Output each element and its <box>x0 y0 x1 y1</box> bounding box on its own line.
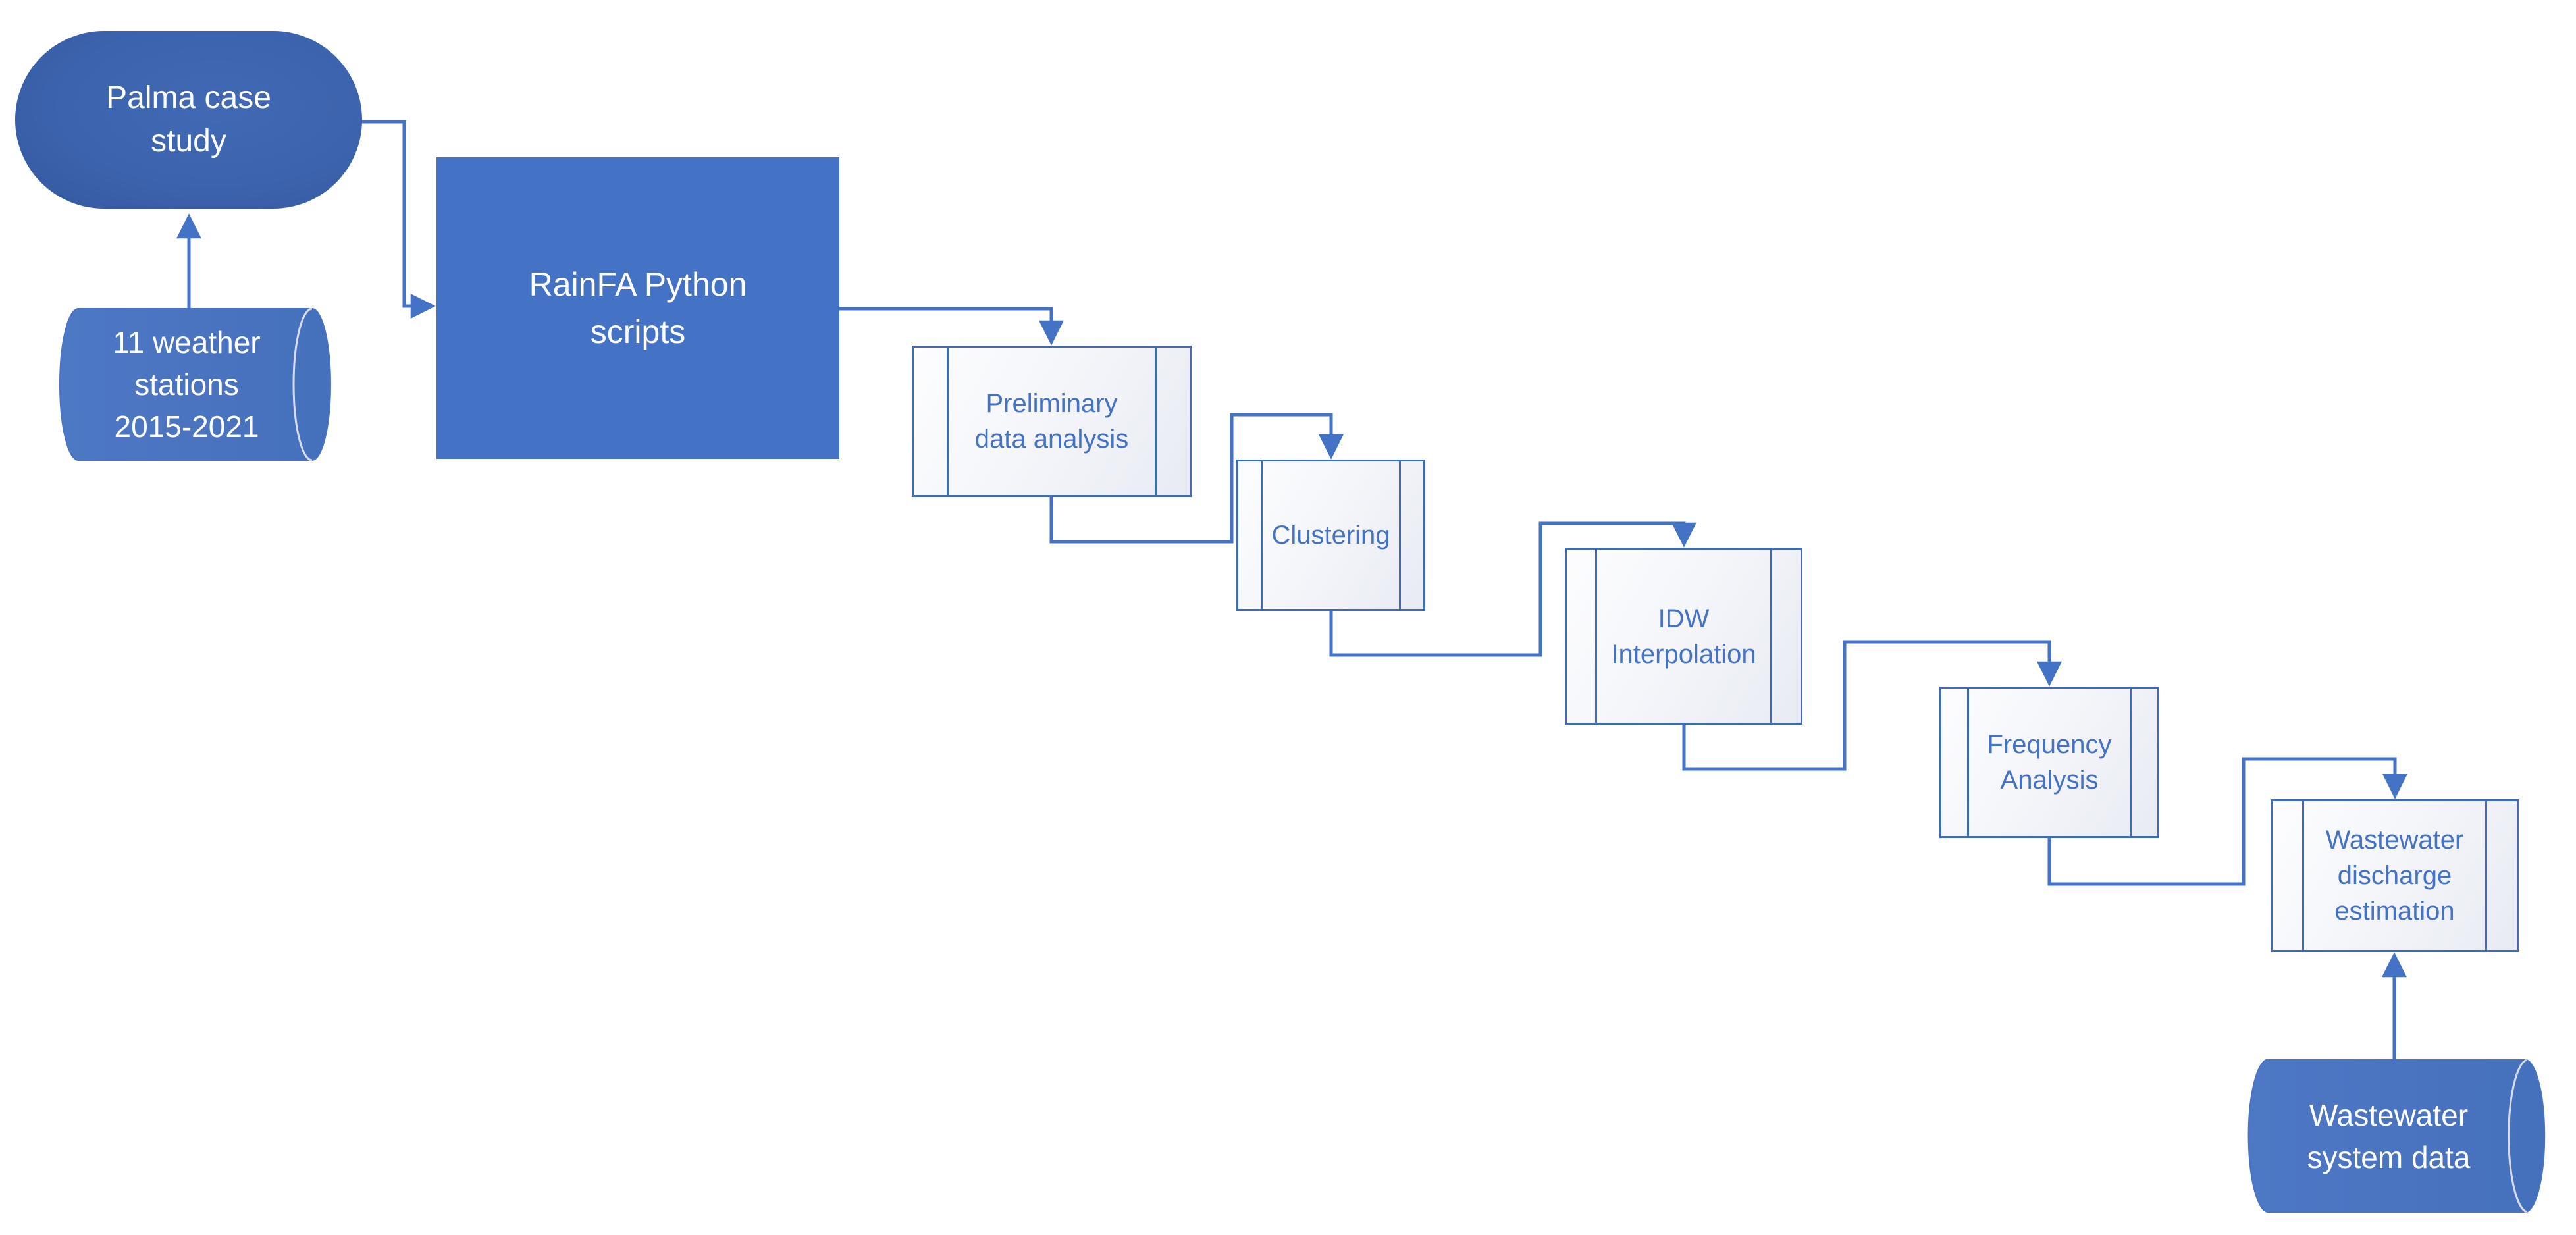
wastewater-system-label: Wastewater system data <box>2307 1097 2471 1174</box>
inner-rail-right <box>1154 348 1157 495</box>
connector-palma-to-rainfa <box>361 120 436 319</box>
wastewater-data-cylinder-shape <box>2247 1059 2546 1213</box>
preliminary-data-analysis-label: Preliminary data analysis <box>974 389 1129 454</box>
frequency-analysis-step: Frequency Analysis <box>1939 687 2159 838</box>
connector-clustering-to-idw <box>1329 521 1696 657</box>
rainfa-python-scripts-label: RainFA Python scripts <box>529 266 747 350</box>
connector-frequency-to-wastewater <box>2047 757 2407 886</box>
weather-stations-cylinder-shape <box>59 307 331 461</box>
weather-stations-label: 11 weather stations 2015-2021 <box>113 325 261 444</box>
cylinder-rim-highlight <box>2508 1059 2527 1213</box>
preliminary-data-analysis-step: Preliminary data analysis <box>912 346 1192 497</box>
inner-rail-right <box>2129 689 2132 836</box>
wastewater-system-datastore: Wastewater system data <box>2249 1060 2528 1212</box>
inner-rail-left <box>1594 550 1597 723</box>
palma-case-study-label: Palma case study <box>106 80 271 159</box>
weather-stations-datastore: 11 weather stations 2015-2021 <box>61 309 312 460</box>
palma-case-study-terminator: Palma case study <box>15 31 362 209</box>
inner-rail-left <box>1967 689 1970 836</box>
inner-rail-left <box>2301 801 2304 950</box>
connector-preliminary-to-clustering <box>1049 413 1344 544</box>
frequency-analysis-label: Frequency Analysis <box>1987 730 2112 795</box>
inner-rail-left <box>947 348 949 495</box>
wastewater-discharge-estimation-step: Wastewater discharge estimation <box>2271 799 2519 952</box>
cylinder-rim-highlight <box>292 307 313 461</box>
clustering-step: Clustering <box>1236 460 1425 611</box>
rainfa-python-scripts-process: RainFA Python scripts <box>436 157 839 459</box>
inner-rail-left <box>1260 461 1263 609</box>
wastewater-discharge-estimation-label: Wastewater discharge estimation <box>2325 826 2464 926</box>
inner-rail-right <box>1399 461 1402 609</box>
clustering-label: Clustering <box>1271 521 1390 550</box>
connector-idw-to-frequency <box>1682 640 2062 771</box>
idw-interpolation-step: IDW Interpolation <box>1565 548 1802 725</box>
connector-rainfa-to-preliminary <box>839 307 1064 346</box>
inner-rail-right <box>1770 550 1773 723</box>
inner-rail-right <box>2485 801 2488 950</box>
idw-interpolation-label: IDW Interpolation <box>1611 604 1756 669</box>
